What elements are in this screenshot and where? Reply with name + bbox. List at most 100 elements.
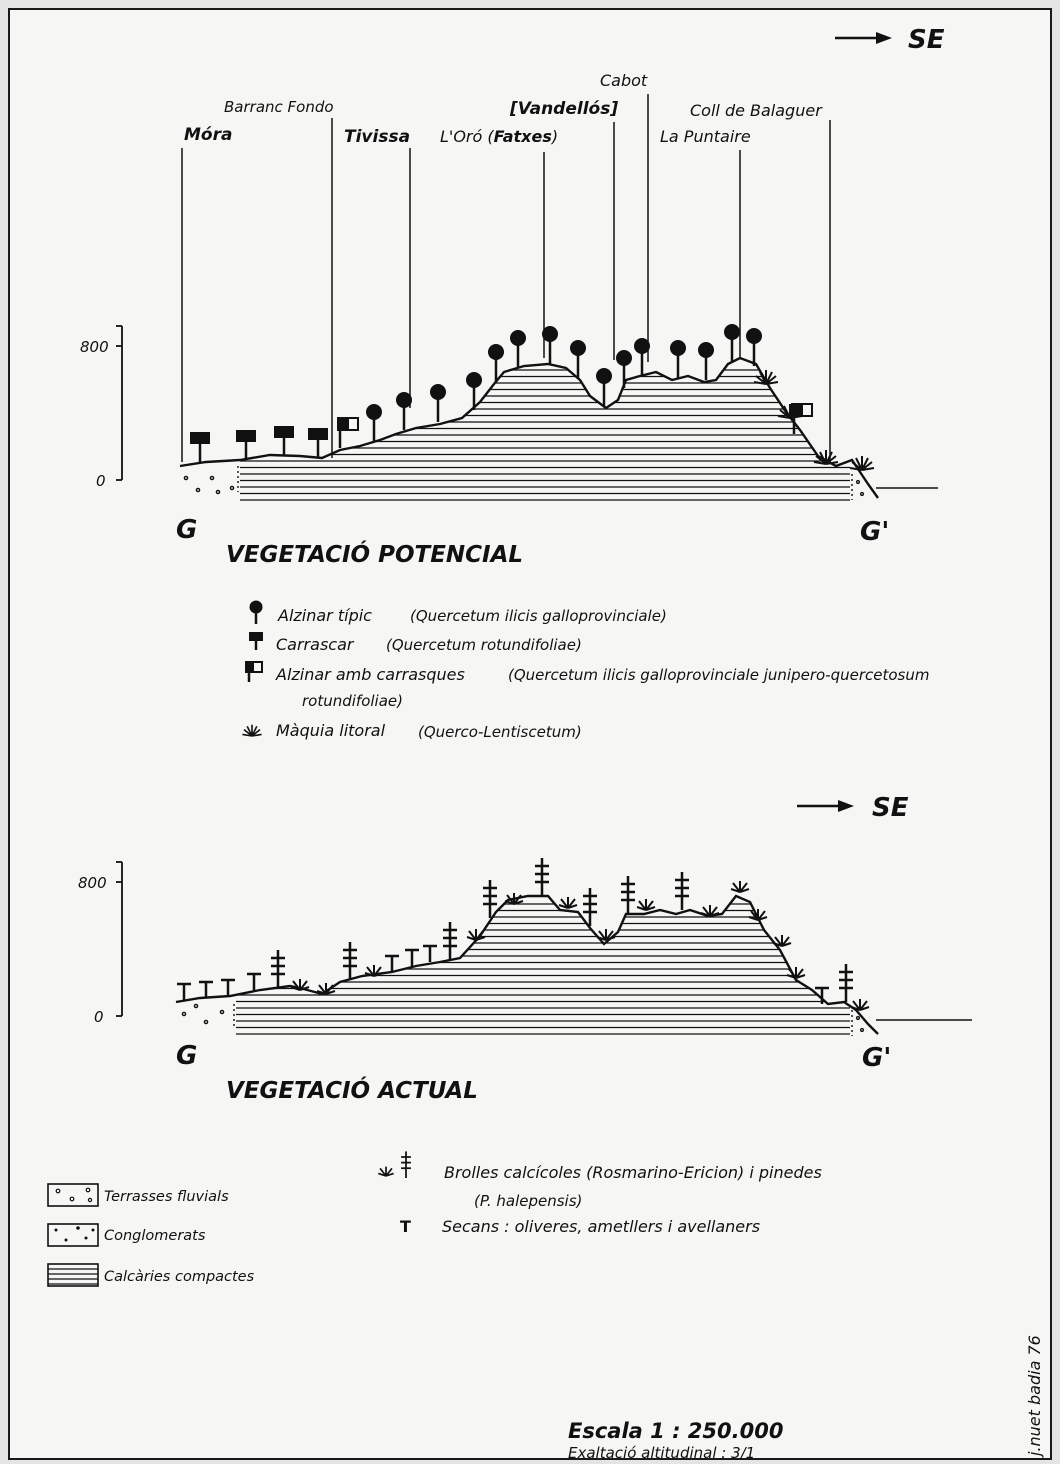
exaltation-label: Exaltació altitudinal : 3/1 <box>568 1444 755 1462</box>
alzinar-tipic-symbol <box>394 390 414 432</box>
alzinar-carrasques-symbol <box>336 416 360 450</box>
pinede-symbol <box>441 920 459 962</box>
legend-conglomerats-label: Conglomerats <box>104 1228 206 1244</box>
direction-arrow-top: SE <box>835 25 945 55</box>
brolla-calcicola-symbol <box>700 904 720 917</box>
place-mora: Móra <box>184 125 232 145</box>
carrascar-symbol <box>188 430 212 464</box>
terrace-deposits-top <box>183 466 865 500</box>
place-cabot: Cabot <box>600 71 648 90</box>
carrascar-symbol <box>272 424 296 458</box>
brolla-calcicola-symbol <box>558 896 578 909</box>
axis-label-800-bottom: 800 <box>78 874 107 892</box>
scale-label: Escala 1 : 250.000 <box>568 1419 783 1443</box>
brolla-calcicola-symbol <box>290 978 310 991</box>
legend-alzinar-carrasques-name: Alzinar amb carrasques <box>275 665 465 684</box>
place-tivissa: Tivissa <box>344 127 410 147</box>
altitude-axis-top: 800 0 <box>80 325 123 490</box>
pinede-symbol <box>269 948 287 990</box>
carrascar-symbol <box>306 426 330 460</box>
pinede-symbol <box>673 870 691 912</box>
terrain-profile-top <box>179 356 879 499</box>
legend-alzinar-carrasques-icon <box>245 661 263 682</box>
brolla-calcicola-symbol <box>636 898 656 911</box>
pinede-symbol <box>341 940 359 982</box>
section-start-label-top: G <box>176 515 197 545</box>
legend-carrascar-icon <box>249 632 263 650</box>
direction-arrow-bottom: SE <box>797 793 909 823</box>
legend-pine-icon <box>400 1150 412 1179</box>
brolla-calcicola-symbol <box>786 966 806 979</box>
place-leader-lines-top <box>181 94 831 462</box>
alzinar-tipic-symbol <box>428 382 448 424</box>
legend-alzinar-carrasques-latin: (Quercetum ilicis galloprovinciale junip… <box>508 666 929 684</box>
legend-calcaries-label: Calcàries compactes <box>104 1269 255 1285</box>
place-vandellos: [Vandellós] <box>509 99 618 119</box>
secans-symbol <box>175 982 193 1002</box>
pinede-symbol <box>533 856 551 898</box>
legend-alzinar-tipic-latin: (Quercetum ilicis galloprovinciale) <box>410 607 667 625</box>
altitude-axis-bottom: 800 0 <box>78 861 123 1026</box>
alzinar-tipic-symbol <box>722 322 742 364</box>
alzinar-tipic-symbol <box>508 328 528 370</box>
maquia-litoral-symbol <box>753 369 779 385</box>
section-end-label-bottom: G' <box>862 1043 891 1073</box>
legend-secans-icon: T <box>400 1217 411 1236</box>
direction-label-bottom: SE <box>872 793 909 823</box>
legend-potential: Alzinar típic (Quercetum ilicis gallopro… <box>241 600 929 741</box>
legend-brolla-icon <box>377 1165 395 1177</box>
alzinar-tipic-symbol <box>594 366 614 408</box>
pinede-symbol <box>619 874 637 916</box>
terrain-profile-bottom <box>175 894 879 1035</box>
carrascar-symbol <box>234 428 258 462</box>
place-loro: L'Oró ( <box>440 127 494 146</box>
maquia-litoral-symbol <box>813 449 839 465</box>
secans-symbol <box>421 944 439 964</box>
axis-label-800-top: 800 <box>80 338 109 356</box>
alzinar-tipic-symbol <box>696 340 716 382</box>
legend-brolles-cont: (P. halepensis) <box>474 1192 582 1210</box>
legend-maquia-name: Màquia litoral <box>276 721 386 740</box>
place-labels-top: Barranc Fondo Móra Tivissa L'Oró (Fatxes… <box>184 71 823 147</box>
secans-symbol <box>219 978 237 998</box>
brolla-calcicola-symbol <box>772 934 792 947</box>
legend-calcaries-swatch <box>47 1263 99 1287</box>
alzinar-tipic-symbol <box>364 402 384 444</box>
axis-label-0-top: 0 <box>96 472 106 490</box>
pinede-symbol <box>837 962 855 1004</box>
alzinar-tipic-symbol <box>668 338 688 380</box>
legend-terrasses-swatch <box>47 1183 99 1207</box>
secans-symbol <box>403 948 421 968</box>
brolla-calcicola-symbol <box>850 998 870 1011</box>
legend-alzinar-tipic-name: Alzinar típic <box>277 606 372 625</box>
brolla-calcicola-symbol <box>364 964 384 977</box>
author-credit: j.nuet badia 76 <box>1025 1335 1044 1458</box>
alzinar-tipic-symbol <box>464 370 484 412</box>
section-start-label-bottom: G <box>176 1041 197 1071</box>
place-la-puntaire: La Puntaire <box>660 127 751 146</box>
legend-maquia-latin: (Querco-Lentiscetum) <box>418 723 582 741</box>
title-vegetacio-actual: VEGETACIÓ ACTUAL <box>226 1076 478 1104</box>
legend-alzinar-carrasques-latin-cont: rotundifoliae) <box>302 692 403 710</box>
legend-alzinar-tipic-icon <box>249 600 263 624</box>
svg-text:L'Oró (Fatxes): L'Oró (Fatxes) <box>440 127 558 146</box>
secans-symbol <box>245 972 263 992</box>
legend-secans-label: Secans : oliveres, ametllers i avellaner… <box>442 1217 760 1236</box>
brolla-calcicola-symbol <box>596 928 616 941</box>
title-vegetacio-potencial: VEGETACIÓ POTENCIAL <box>226 540 523 568</box>
legend-carrascar-name: Carrascar <box>276 635 355 654</box>
place-coll-de-balaguer: Coll de Balaguer <box>690 101 823 120</box>
alzinar-tipic-symbol <box>614 348 634 390</box>
legend-geology: Terrasses fluvials Conglomerats Calcàrie… <box>47 1183 255 1287</box>
legend-carrascar-latin: (Quercetum rotundifoliae) <box>386 636 582 654</box>
maquia-litoral-symbol <box>849 455 875 471</box>
section-end-label-top: G' <box>860 517 889 547</box>
legend-maquia-icon <box>241 723 263 737</box>
legend-brolles-label: Brolles calcícoles (Rosmarino-Ericion) i… <box>444 1163 822 1182</box>
brolla-calcicola-symbol <box>748 908 768 921</box>
limestone-hatching-bottom <box>236 903 850 1035</box>
brolla-calcicola-symbol <box>730 880 750 893</box>
terrace-deposits-bottom <box>181 1003 865 1036</box>
axis-label-0-bottom: 0 <box>94 1008 104 1026</box>
place-fatxes: Fatxes <box>494 127 552 146</box>
